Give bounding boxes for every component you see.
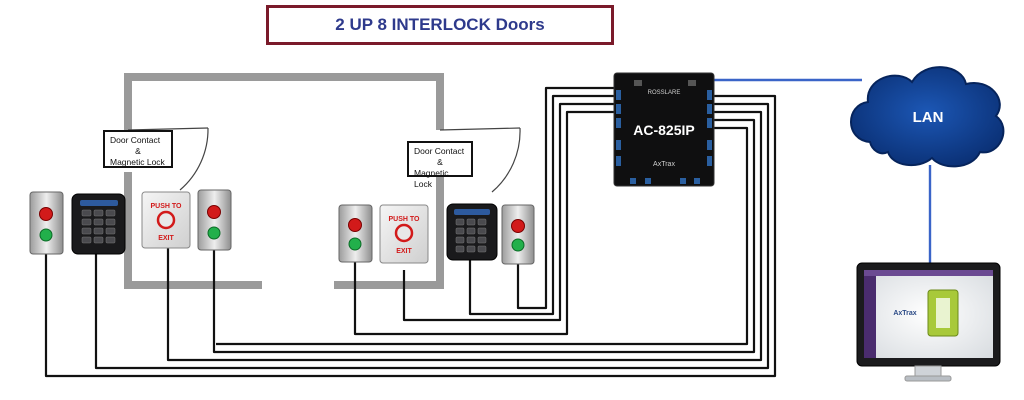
exit-text-top-left: PUSH TO bbox=[151, 203, 183, 210]
controller-brand: ROSSLARE bbox=[648, 90, 681, 96]
keypad-reader-right bbox=[446, 203, 498, 261]
label-left-line1: Door Contact bbox=[110, 135, 161, 145]
keypad-reader-left bbox=[71, 193, 126, 255]
exit-switch-right-inner bbox=[338, 204, 373, 263]
exit-switch-left-outer bbox=[29, 191, 64, 255]
exit-text-bottom-right: EXIT bbox=[396, 248, 412, 255]
controller-logo: AxTrax bbox=[653, 161, 675, 168]
label-right-line3: Magnetic Lock bbox=[414, 168, 449, 189]
monitor-workstation: AxTrax bbox=[856, 262, 1001, 382]
label-right-line1: Door Contact bbox=[414, 146, 465, 156]
exit-text-bottom-left: EXIT bbox=[158, 235, 174, 242]
push-to-exit-left: PUSH TO EXIT bbox=[141, 191, 191, 249]
door-swing-left bbox=[127, 127, 209, 191]
controller-model: AC-825IP bbox=[633, 122, 694, 138]
exit-switch-left-inner bbox=[197, 189, 232, 251]
door-contact-label-left: Door Contact & Magnetic Lock bbox=[103, 130, 173, 168]
lan-cloud: LAN bbox=[850, 66, 1005, 168]
label-right-line2: & bbox=[437, 157, 443, 167]
door-contact-label-right: Door Contact & Magnetic Lock bbox=[407, 141, 473, 189]
monitor-software-name: AxTrax bbox=[893, 310, 916, 317]
exit-text-top-right: PUSH TO bbox=[389, 216, 421, 223]
wiring bbox=[44, 86, 777, 378]
push-to-exit-right: PUSH TO EXIT bbox=[379, 204, 429, 264]
room-walls bbox=[124, 73, 444, 289]
label-left-line2: & bbox=[135, 146, 141, 156]
exit-switch-right-outer bbox=[501, 204, 535, 265]
lan-label: LAN bbox=[913, 109, 944, 126]
network-links bbox=[714, 78, 932, 268]
diagram-title: 2 UP 8 INTERLOCK Doors bbox=[266, 5, 614, 45]
label-left-line3: Magnetic Lock bbox=[110, 157, 165, 167]
door-swing-right bbox=[439, 127, 521, 193]
controller-ac825ip: ROSSLARE AC-825IP AxTrax bbox=[613, 72, 715, 187]
